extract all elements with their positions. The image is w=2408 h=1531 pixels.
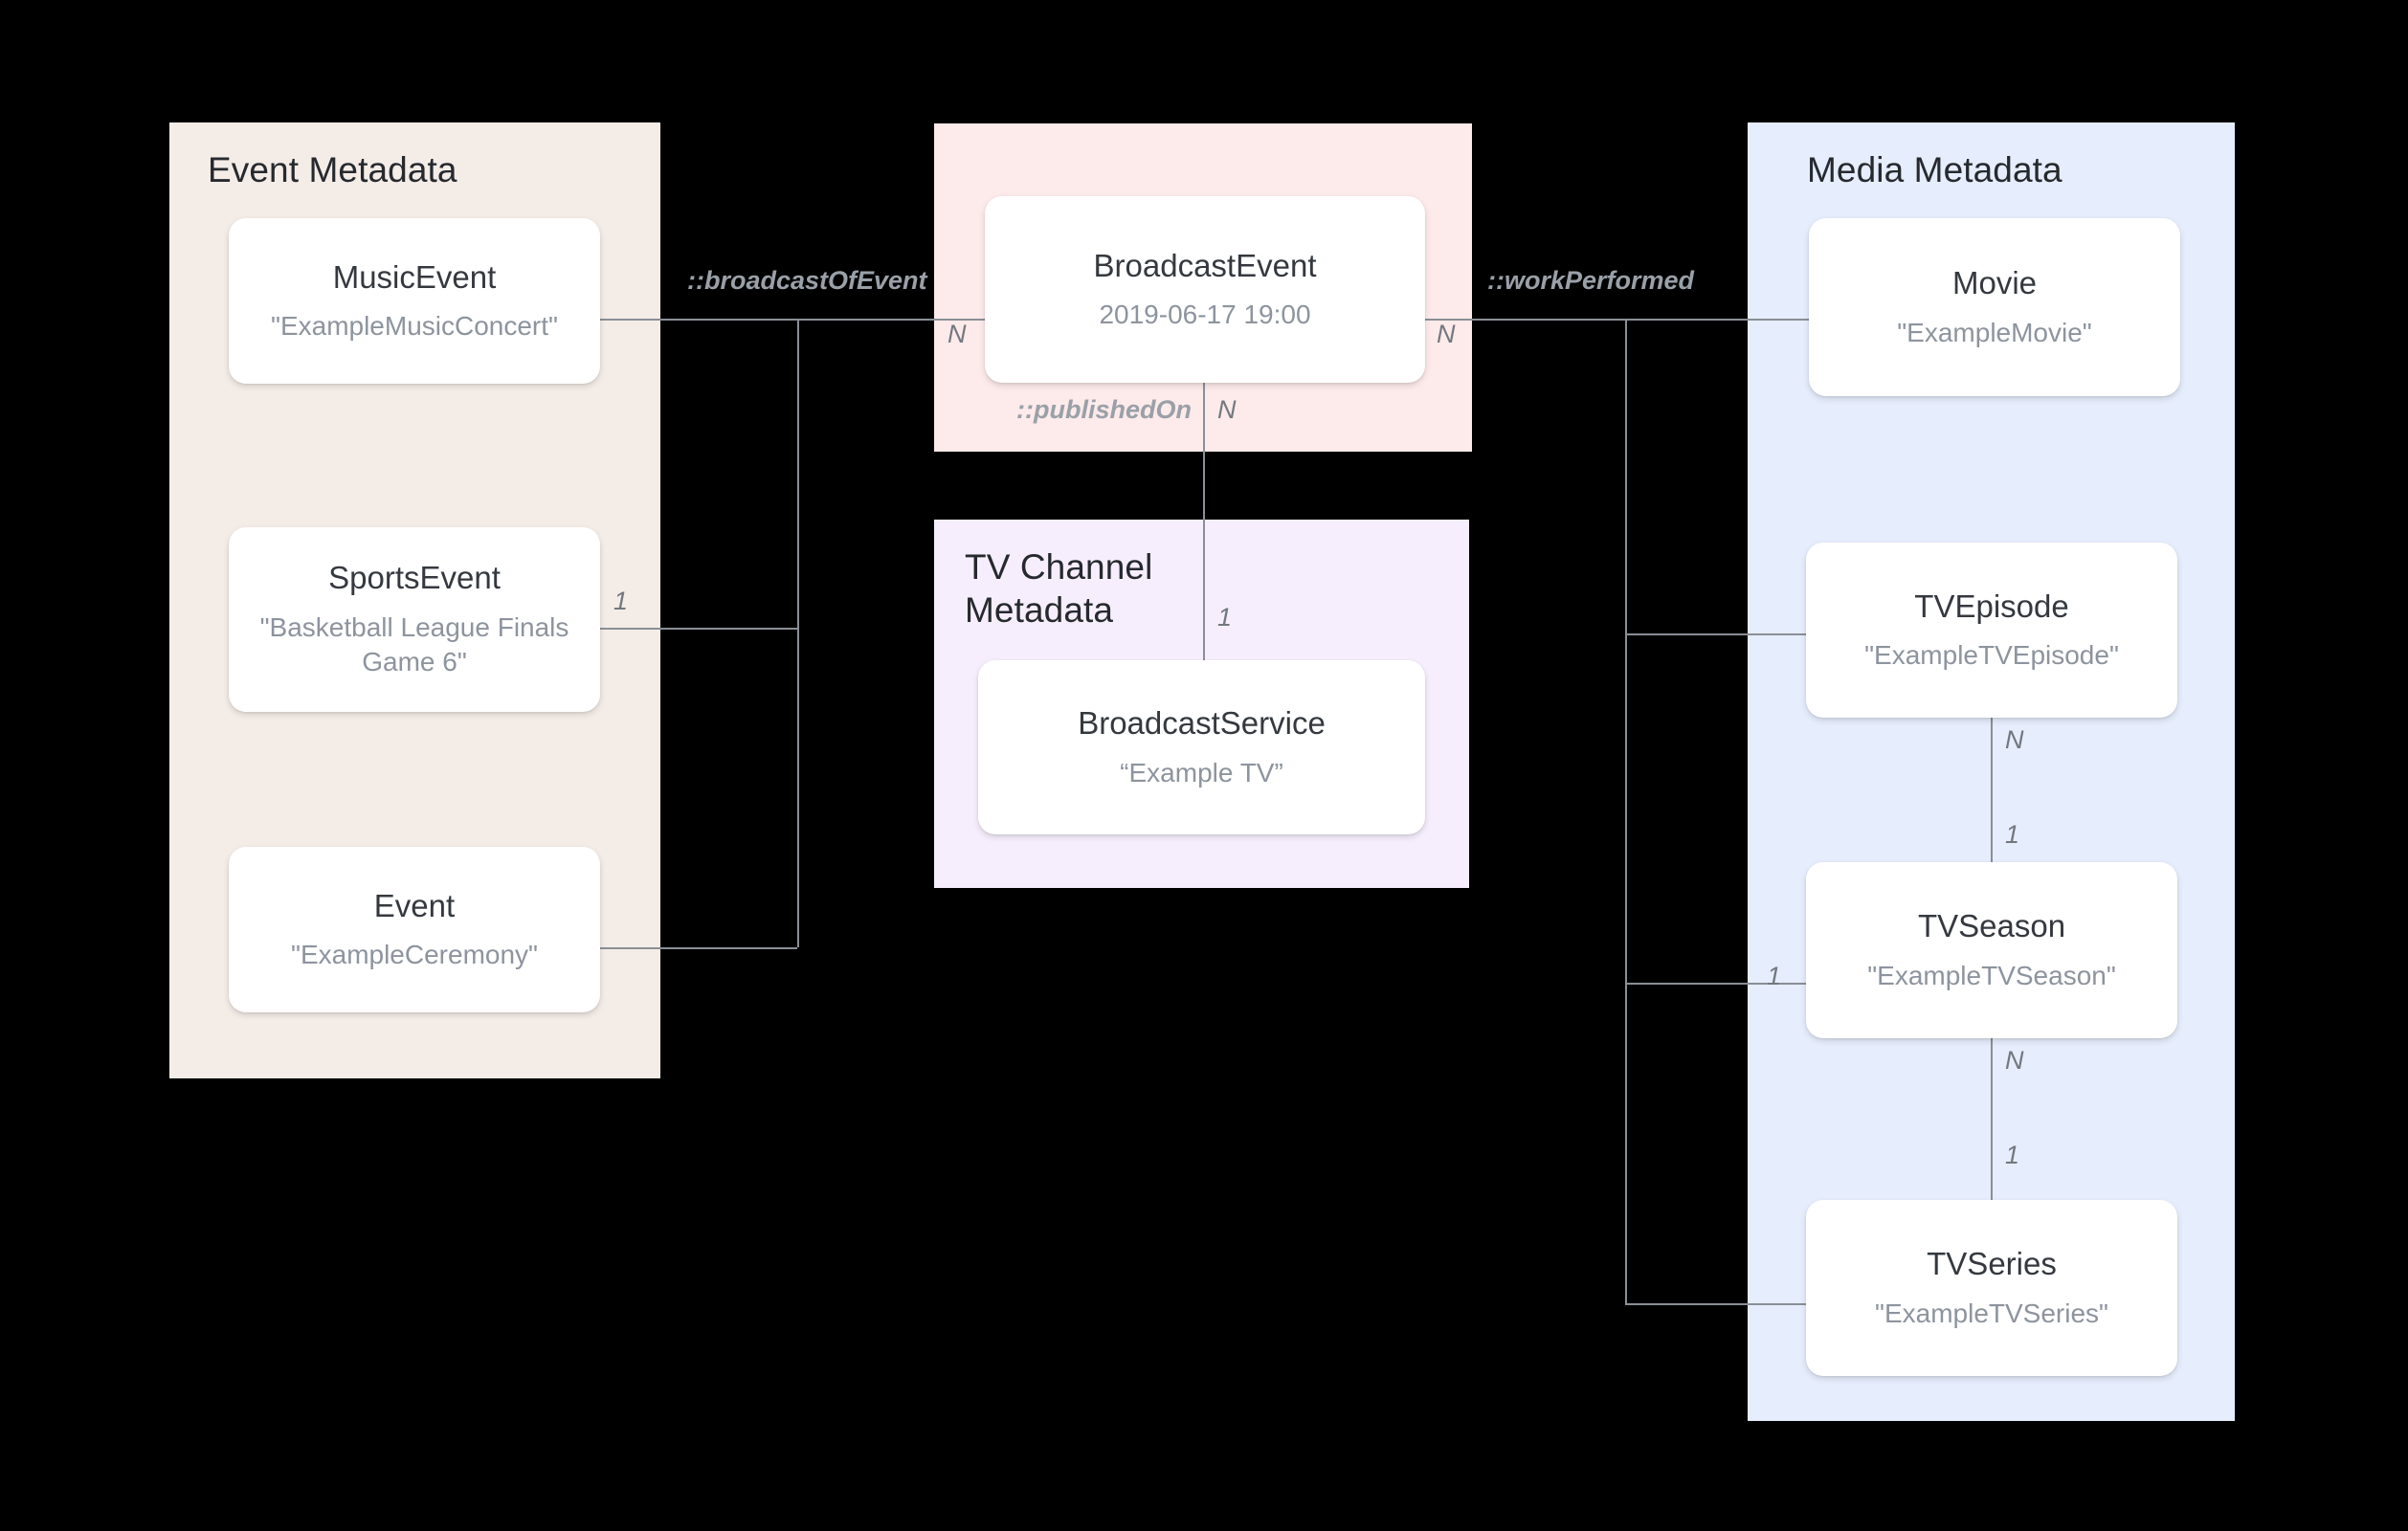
connector-event-stub bbox=[600, 947, 797, 949]
entity-value-tv-series: "ExampleTVSeries" bbox=[1875, 1298, 2108, 1328]
entity-type-tv-series: TVSeries bbox=[1927, 1246, 2057, 1281]
connector-work-performed-line bbox=[1425, 319, 1625, 321]
entity-card-tv-episode[interactable]: TVEpisode "ExampleTVEpisode" bbox=[1806, 543, 2177, 718]
cardinality-season-series-target: 1 bbox=[2005, 1141, 2020, 1169]
connector-tv-series-stub bbox=[1625, 1303, 1809, 1305]
connector-season-series-line bbox=[1991, 1038, 1993, 1220]
cardinality-work-performed-target: 1 bbox=[1767, 962, 1782, 990]
connector-music-event-stub bbox=[600, 319, 797, 321]
connector-published-on-line bbox=[1203, 383, 1205, 660]
entity-type-event: Event bbox=[373, 887, 456, 923]
cardinality-episode-season-target: 1 bbox=[2005, 820, 2020, 849]
relation-label-published-on: ::publishedOn bbox=[1016, 395, 1192, 424]
entity-card-tv-series[interactable]: TVSeries "ExampleTVSeries" bbox=[1806, 1200, 2177, 1376]
relation-label-work-performed: ::workPerformed bbox=[1487, 266, 1695, 295]
entity-card-movie[interactable]: Movie "ExampleMovie" bbox=[1809, 218, 2180, 396]
cardinality-broadcast-of-event-source: 1 bbox=[613, 587, 629, 615]
cardinality-work-performed-source: N bbox=[1437, 320, 1456, 348]
entity-value-tv-season: "ExampleTVSeason" bbox=[1867, 960, 2116, 990]
entity-value-broadcast-service: “Example TV” bbox=[1120, 757, 1283, 788]
connector-sports-event-stub bbox=[600, 628, 797, 630]
entity-type-movie: Movie bbox=[1951, 265, 2038, 300]
connector-broadcast-of-event-line bbox=[797, 319, 989, 321]
entity-card-music-event[interactable]: MusicEvent "ExampleMusicConcert" bbox=[229, 218, 600, 384]
connector-episode-season-line bbox=[1991, 718, 1993, 899]
connector-event-bus bbox=[797, 319, 799, 947]
entity-value-broadcast-event: 2019-06-17 19:00 bbox=[1099, 300, 1311, 330]
group-title-media-metadata: Media Metadata bbox=[1807, 150, 2062, 189]
entity-type-broadcast-event: BroadcastEvent bbox=[1093, 247, 1317, 283]
entity-value-music-event: "ExampleMusicConcert" bbox=[271, 311, 558, 342]
entity-type-tv-episode: TVEpisode bbox=[1914, 588, 2069, 624]
entity-card-event[interactable]: Event "ExampleCeremony" bbox=[229, 847, 600, 1012]
connector-tv-season-stub bbox=[1625, 983, 1809, 985]
entity-card-broadcast-event[interactable]: BroadcastEvent 2019-06-17 19:00 bbox=[985, 196, 1425, 383]
entity-value-movie: "ExampleMovie" bbox=[1897, 317, 2092, 347]
cardinality-broadcast-of-event-target: N bbox=[948, 320, 967, 348]
connector-tv-episode-stub bbox=[1625, 633, 1809, 635]
entity-type-tv-season: TVSeason bbox=[1917, 908, 2066, 943]
entity-value-sports-event: "Basketball League Finals Game 6" bbox=[259, 611, 569, 677]
entity-card-sports-event[interactable]: SportsEvent "Basketball League Finals Ga… bbox=[229, 527, 600, 712]
group-title-tv-channel-metadata: TV Channel Metadata bbox=[965, 547, 1153, 631]
connector-media-bus bbox=[1625, 319, 1627, 1303]
cardinality-episode-season-source: N bbox=[2005, 725, 2024, 754]
cardinality-season-series-source: N bbox=[2005, 1046, 2024, 1075]
entity-type-music-event: MusicEvent bbox=[332, 258, 497, 295]
entity-type-broadcast-service: BroadcastService bbox=[1078, 705, 1326, 741]
entity-value-event: "ExampleCeremony" bbox=[291, 940, 538, 970]
entity-card-broadcast-service[interactable]: BroadcastService “Example TV” bbox=[978, 660, 1425, 834]
connector-movie-stub bbox=[1625, 319, 1809, 321]
cardinality-published-on-source: N bbox=[1217, 395, 1237, 424]
entity-type-sports-event: SportsEvent bbox=[328, 560, 501, 596]
entity-value-tv-episode: "ExampleTVEpisode" bbox=[1864, 640, 2119, 671]
group-title-event-metadata: Event Metadata bbox=[208, 150, 457, 189]
entity-card-tv-season[interactable]: TVSeason "ExampleTVSeason" bbox=[1806, 862, 2177, 1038]
cardinality-published-on-target: 1 bbox=[1217, 603, 1233, 632]
relation-label-broadcast-of-event: ::broadcastOfEvent bbox=[687, 266, 927, 295]
